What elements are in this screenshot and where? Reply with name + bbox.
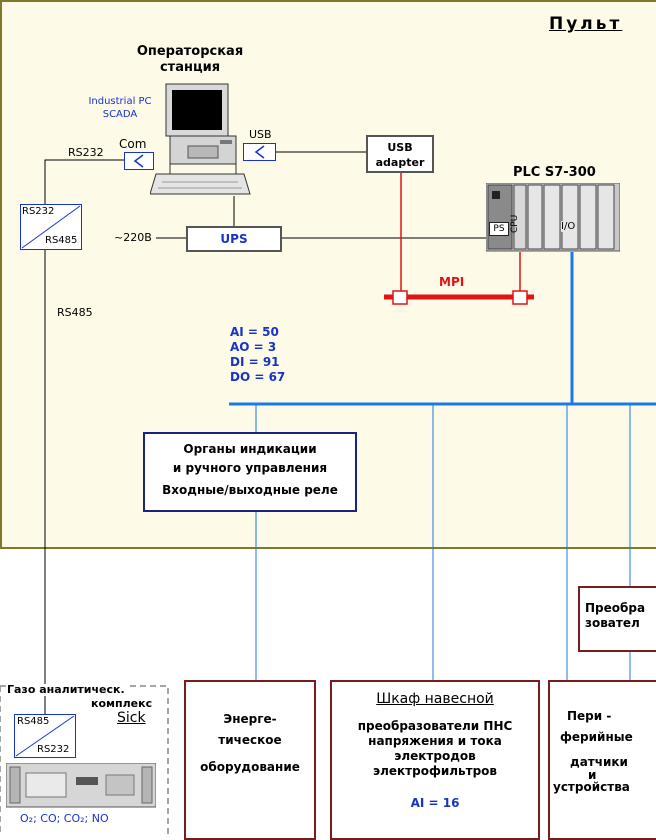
industrial-pc-label: Industrial PC SCADA: [82, 95, 158, 121]
panel-title: Пульт: [549, 14, 623, 34]
rs232-line: [44, 159, 124, 204]
plc-io-label: I/O: [561, 221, 576, 232]
mpi-connector-right: [512, 290, 528, 305]
io-do: DO = 67: [230, 370, 286, 384]
plc-ps-label: PS: [493, 224, 505, 234]
usb-port-icon: [243, 143, 276, 161]
plc-ps-module: PS: [489, 222, 509, 236]
gas-brand: Sick: [117, 710, 146, 726]
usb-adapter-line2: adapter: [375, 156, 425, 169]
converter-box-line1: Преобра: [585, 601, 646, 615]
periph-line2: ферийные: [560, 730, 633, 744]
usb-port-label: USB: [249, 128, 272, 141]
energy-line3: оборудование: [200, 760, 300, 774]
cabinet-line2: напряжения и тока: [368, 734, 502, 748]
cabinet-box: Шкаф навесной преобразователи ПНС напряж…: [330, 680, 540, 840]
cabinet-line4: электрофильтров: [372, 764, 498, 778]
rs232-label: RS232: [68, 146, 104, 159]
gas-analyzer-title: Газо аналитическ.: [6, 684, 126, 696]
energy-line2: тическое: [218, 733, 282, 747]
gas-analyzer-device-icon: [6, 763, 156, 808]
periph-line4: и: [588, 768, 597, 782]
io-di: DI = 91: [230, 355, 280, 369]
converter-diagonal: [21, 205, 81, 249]
converter-box: Преобра зовател: [578, 586, 656, 652]
cabinet-line3: электродов: [394, 749, 476, 763]
periph-line1: Пери -: [567, 709, 612, 723]
ups-box: UPS: [186, 226, 282, 252]
energy-line1: Энерге-: [223, 712, 277, 726]
power-label: ~220В: [114, 231, 152, 244]
gas-line1: Газо аналитическ.: [7, 683, 125, 696]
gas-list: O₂; CO; CO₂; NO: [20, 812, 109, 825]
cabinet-line1: преобразователи ПНС: [357, 719, 513, 733]
com-chevron-icon: [133, 154, 144, 168]
gas-conv-bottom: RS232: [37, 744, 70, 755]
operator-title-line2: станция: [159, 60, 221, 75]
pc-line1: Industrial PC: [88, 96, 152, 107]
pc-line2: SCADA: [102, 109, 138, 120]
indication-line2: и ручного управления: [172, 461, 328, 475]
plc-rack-icon: [486, 183, 620, 252]
io-ai: AI = 50: [230, 325, 279, 339]
usb-adapter-box: USB adapter: [366, 135, 434, 173]
cabinet-ai: AI = 16: [410, 796, 460, 810]
io-counts: AI = 50 AO = 3 DI = 91 DO = 67: [230, 325, 285, 385]
operator-title-line1: Операторская: [136, 44, 244, 59]
io-ao: AO = 3: [230, 340, 277, 354]
converter-bottom-label: RS485: [45, 235, 78, 246]
periph-line3: датчики: [570, 755, 628, 769]
gas-conv-top: RS485: [17, 716, 50, 727]
cabinet-title: Шкаф навесной: [376, 691, 494, 707]
plc-cpu-label: CPU: [510, 214, 520, 233]
com-port-icon: [124, 152, 154, 170]
com-port-label: Com: [119, 137, 147, 151]
periph-line5: устройства: [553, 780, 630, 794]
usb-chevron-icon: [254, 145, 265, 159]
converter-box-line2: зовател: [585, 616, 640, 630]
converter-top-label: RS232: [22, 206, 55, 217]
indication-box: Органы индикации и ручного управления Вх…: [143, 432, 357, 512]
gas-converter-diagonal: [15, 715, 75, 757]
indication-line1: Органы индикации: [183, 442, 317, 456]
peripheral-box: Пери - ферийные датчики и устройства: [548, 680, 656, 840]
computer-icon: [150, 83, 251, 195]
usb-adapter-line1: USB: [387, 141, 413, 154]
ups-label: UPS: [220, 232, 248, 246]
indication-line3: Входные/выходные реле: [162, 483, 338, 497]
energy-box: Энерге- тическое оборудование: [184, 680, 316, 840]
mpi-connector-left: [392, 290, 408, 305]
operator-station-title: Операторская станция: [112, 44, 268, 76]
gas-line2: комплекс: [91, 697, 153, 710]
plc-title: PLC S7-300: [513, 165, 596, 180]
rs485-line-label: RS485: [57, 306, 93, 319]
mpi-label: MPI: [439, 275, 465, 289]
